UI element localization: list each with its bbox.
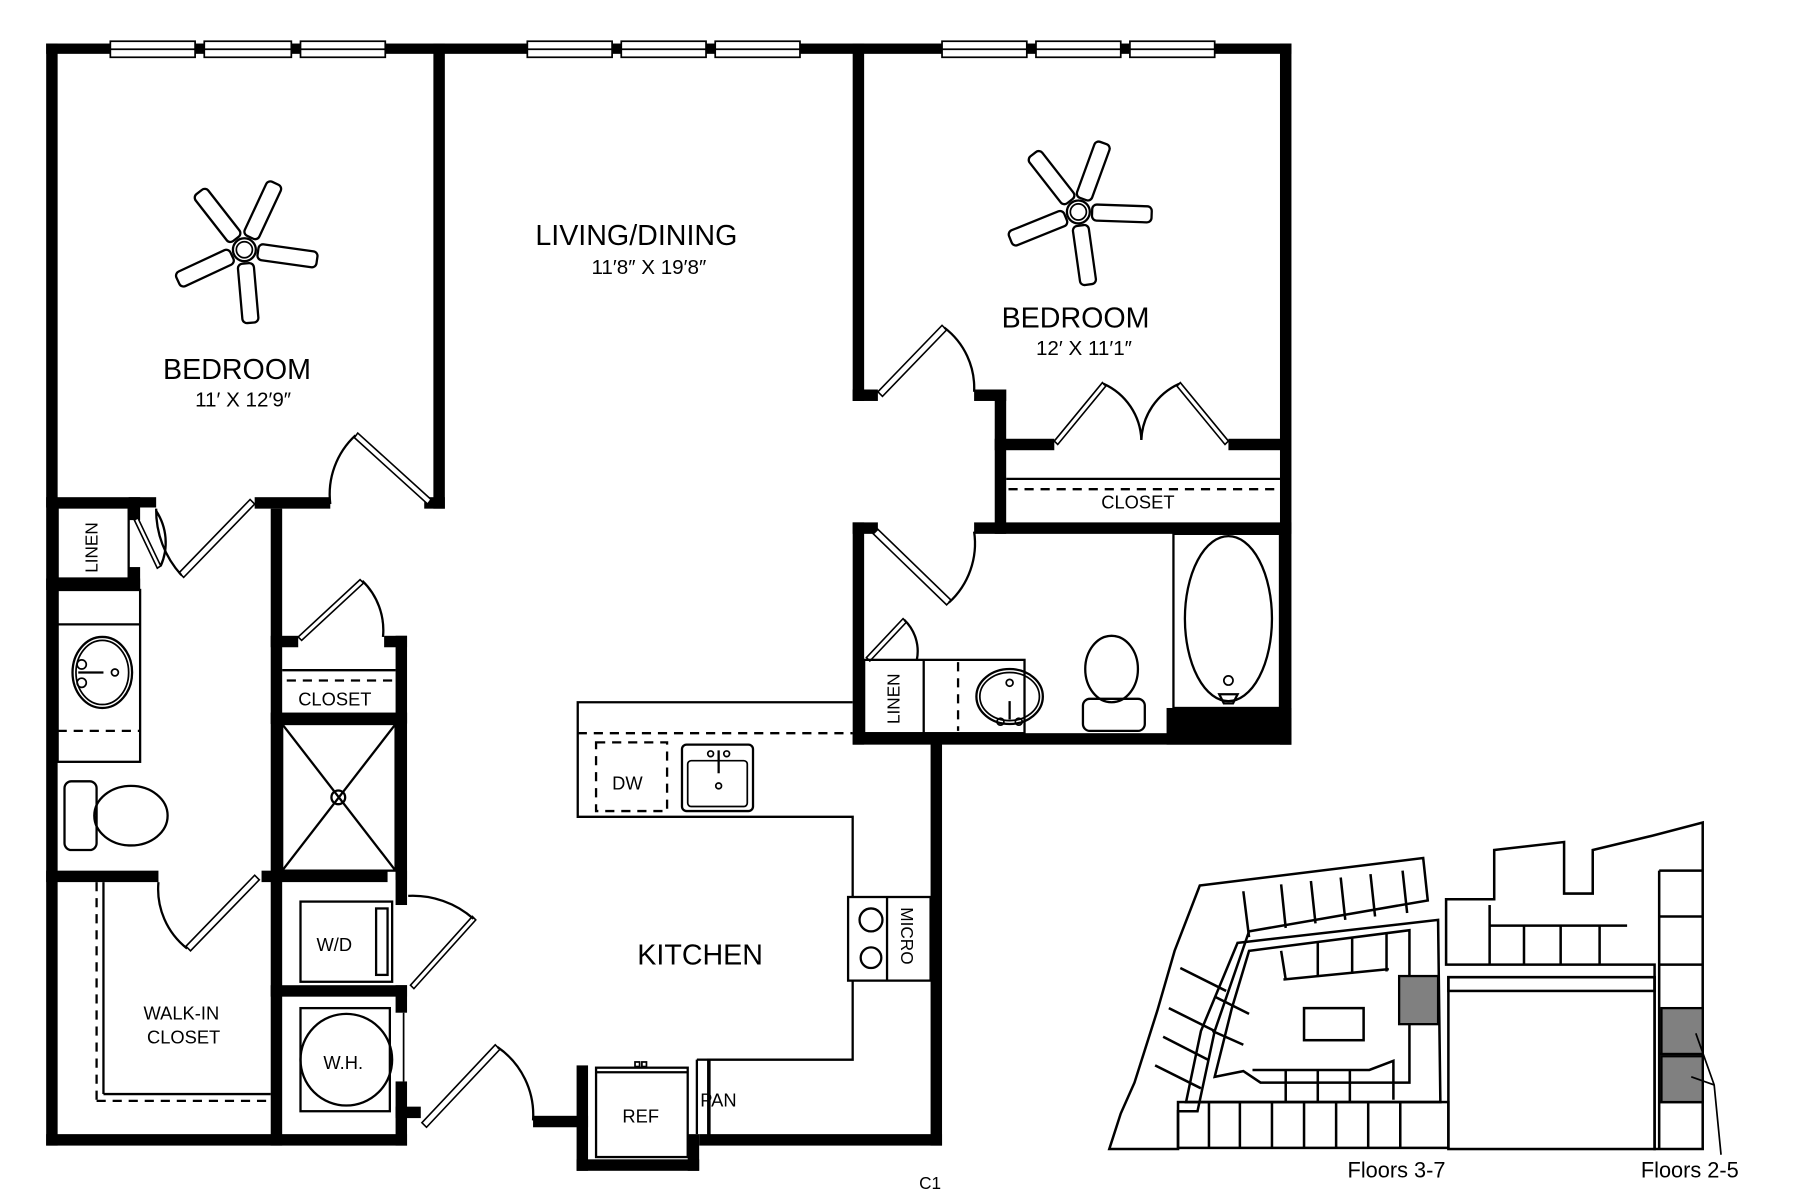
room-dims-bedroom-left: 11′ X 12′9″ — [195, 389, 291, 412]
room-label-bedroom-left: BEDROOM — [163, 354, 311, 386]
room-label-living-dining: LIVING/DINING — [535, 220, 737, 252]
highlighted-unit-floors-2-5-a — [1660, 1006, 1704, 1056]
kitchen-sink-icon — [680, 743, 755, 813]
highlighted-unit-floors-3-7 — [1397, 974, 1440, 1026]
door-linen-left — [133, 510, 167, 570]
sink-icon — [71, 635, 134, 710]
key-plan: Floors 3-7 Floors 2-5 — [1107, 820, 1739, 1183]
kitchen-counter — [576, 701, 932, 1159]
door-left-bedroom — [328, 431, 433, 506]
label-refrigerator: REF — [622, 1106, 659, 1127]
room-label-walk-in-line1: WALK-IN — [144, 1003, 220, 1024]
room-label-walk-in-line2: CLOSET — [147, 1027, 220, 1048]
doors — [133, 324, 1230, 1129]
label-linen-left: LINEN — [82, 522, 102, 573]
key-label-floors-3-7: Floors 3-7 — [1348, 1158, 1446, 1183]
label-pantry: PAN — [700, 1090, 736, 1111]
label-closet-right: CLOSET — [1101, 492, 1174, 513]
label-washer-dryer: W/D — [317, 934, 353, 955]
door-laundry — [408, 894, 477, 990]
walls — [46, 43, 1292, 1171]
label-microwave: MICRO — [897, 907, 917, 964]
right-closet — [1006, 477, 1280, 491]
left-closet — [282, 669, 396, 682]
door-right-bedroom — [876, 324, 976, 398]
room-label-kitchen: KITCHEN — [637, 940, 763, 972]
door-walk-in — [156, 874, 261, 952]
sink-icon-right — [975, 667, 1044, 727]
door-linen-right — [865, 617, 919, 663]
door-right-bath — [872, 528, 977, 606]
bathtub-icon — [1172, 532, 1282, 710]
shower — [281, 722, 397, 872]
label-linen-right: LINEN — [884, 673, 904, 724]
door-left-bath — [155, 498, 256, 579]
key-label-floors-2-5: Floors 2-5 — [1641, 1158, 1739, 1183]
ceiling-fan-icon — [174, 180, 319, 325]
label-dishwasher: DW — [612, 772, 643, 793]
unit-code: C1 — [919, 1173, 941, 1193]
label-closet-left: CLOSET — [298, 689, 371, 710]
toilet-icon — [63, 780, 169, 852]
room-dims-living-dining: 11′8″ X 19′8″ — [591, 256, 706, 279]
ceiling-fan-icon — [1007, 140, 1153, 287]
door-left-closet — [297, 578, 385, 642]
left-bath — [56, 506, 169, 852]
windows — [109, 40, 1216, 59]
label-water-heater: W.H. — [323, 1052, 363, 1073]
water-heater — [299, 1006, 405, 1113]
walk-in-closet — [95, 882, 271, 1103]
door-entry — [420, 1043, 535, 1129]
washer-dryer — [299, 900, 394, 983]
room-dims-bedroom-right: 12′ X 11′1″ — [1036, 337, 1132, 360]
right-bath — [862, 532, 1282, 735]
toilet-icon-right — [1081, 634, 1146, 733]
door-closet-bifold — [1053, 381, 1230, 446]
room-label-bedroom-right: BEDROOM — [1002, 303, 1150, 335]
